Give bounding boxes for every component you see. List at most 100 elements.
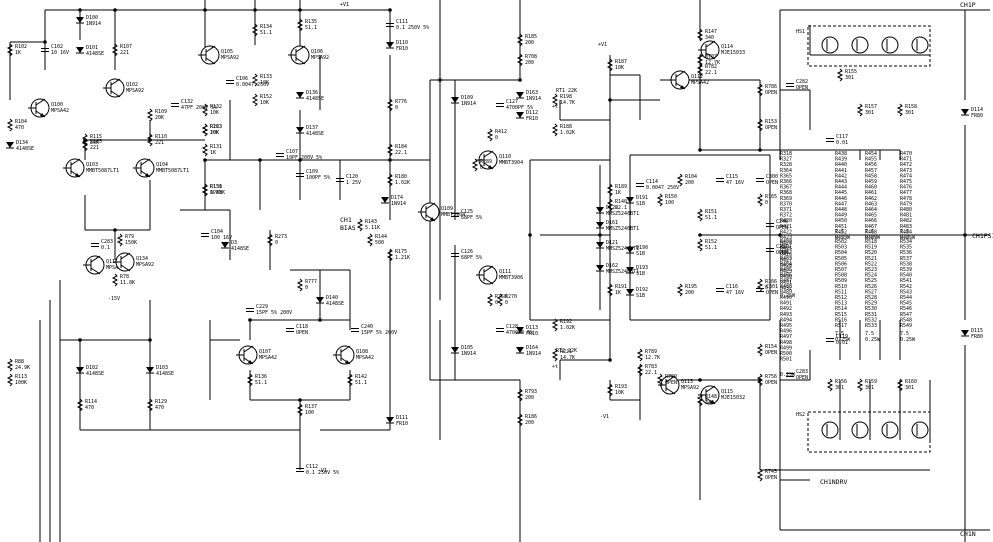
- resistor-r157-69-val: 301: [865, 110, 874, 116]
- emitter-col1-bottom-item-10: R490: [780, 295, 792, 301]
- resistor-r166-75-val: 0: [765, 285, 768, 291]
- resistor-r154-65-val: OPEN: [765, 350, 777, 356]
- resistor-r289-35-ref: R289: [480, 159, 492, 165]
- junction-dot-19: [148, 138, 152, 142]
- emitter-col3-bottom-item-4: R522: [865, 261, 877, 267]
- resistor-r707-59-val: 12.7K: [705, 60, 720, 66]
- capacitor-c246-24-val: OPEN: [776, 225, 788, 231]
- resistor-r102-0-ref: R102: [15, 44, 27, 50]
- resistor-r137-24-ref: R137: [305, 404, 317, 410]
- capacitor-c104-7-val: 100 16V: [211, 235, 232, 241]
- resistor-r195-47-ref: R195: [685, 284, 697, 290]
- emitter-top-power-1: 0.25W: [865, 235, 881, 241]
- diode-d112-8-ref: D112: [526, 110, 538, 116]
- junction-dot-2: [113, 8, 117, 12]
- transistor-q113-ref: Q113: [681, 379, 693, 385]
- transistor-q134-part: MPSA92: [136, 262, 154, 268]
- emitter-col2-bottom-item-11: R513: [835, 301, 847, 307]
- resistor-r151-48-ref: R151: [705, 209, 717, 215]
- capacitor-c112-12-ref: C112: [306, 464, 318, 470]
- resistor-r140-44-val: 22.1: [615, 205, 627, 211]
- diode-d137-14-ref: D137: [306, 125, 318, 131]
- resistor-r189-43-val: 1K: [615, 190, 621, 196]
- emitter-col2-top-item-14: R452: [835, 229, 847, 235]
- resistor-r78-20-ref: R78: [120, 274, 129, 280]
- capacitor-c116-19-ref: C116: [726, 284, 738, 290]
- diode-d109-4-ref: D109: [461, 95, 473, 101]
- resistor-r140-44-ref: R140: [615, 199, 627, 205]
- junction-dot-14: [963, 233, 967, 237]
- emitter-col1-top-item-12: R420: [780, 218, 792, 224]
- heatsink-top: HS1: [796, 25, 931, 67]
- emitter-top-power-2: 0.25W: [900, 235, 916, 241]
- diode-d110-6-ref: D110: [396, 40, 408, 46]
- emitter-col2-top-item-8: R446: [835, 196, 847, 202]
- resistor-r148-56-ref: R148: [705, 394, 717, 400]
- diode-d193-24-part: S1B: [636, 271, 645, 277]
- emitter-col3-bottom-item-2: R520: [865, 250, 877, 256]
- emitter-col3-bottom-item-10: R528: [865, 295, 877, 301]
- diode-d115-11-ref: D115: [971, 328, 983, 334]
- emitter-col2-top-item-13: R451: [835, 224, 847, 230]
- hs1-output-device-3: [911, 36, 929, 54]
- resistor-r185-38-ref: R185: [525, 34, 537, 40]
- junction-dot-12: [698, 233, 702, 237]
- bias-subtitle: BIAS: [340, 224, 356, 232]
- plus-v-rail: +V1: [340, 2, 349, 8]
- junction-dot-16: [698, 378, 702, 382]
- resistor-r198-41-val: 14.7K: [560, 100, 575, 106]
- resistor-r160-73-ref: R160: [905, 379, 917, 385]
- emitter-col1-top-item-21: R429: [780, 269, 792, 275]
- transistor-q103-part: MMBT5087LT1: [86, 168, 119, 174]
- emitter-col1-bottom-item-18: R498: [780, 340, 792, 346]
- junction-dot-1: [78, 8, 82, 12]
- capacitor-c102-0-val: 10 16V: [51, 50, 69, 56]
- heatsink-bottom: HS2: [796, 411, 931, 453]
- diode-d120-18-part: MMSZ5246BT1: [606, 211, 639, 217]
- capacitor-c102-0-ref: C102: [51, 44, 63, 50]
- junction-dot-8: [518, 78, 522, 82]
- resistor-r152-49-val: 51.1: [705, 245, 717, 251]
- capacitor-c120-6-val: 1 25V: [346, 180, 361, 186]
- output-transistors: [821, 36, 929, 439]
- capacitor-c119-27-ref: C119: [836, 334, 848, 340]
- diode-d114-10-ref: D114: [971, 107, 983, 113]
- resistor-r109-4-ref: R109: [155, 109, 167, 115]
- capacitor-c127-13-ref: C127: [506, 99, 518, 105]
- resistor-r156-71-ref: R156: [835, 379, 847, 385]
- transistor-q110-ref: Q110: [499, 154, 511, 160]
- capacitor-c114-17-ref: C114: [646, 179, 658, 185]
- emitter-col2-bottom-item-12: R514: [835, 306, 847, 312]
- transistor-q107-part: MPSA42: [259, 355, 277, 361]
- junction-dot-6: [388, 8, 392, 12]
- emitter-col4-top: R470R471R472R473R474R475R476R477R478R479…: [900, 151, 912, 241]
- emitter-col4-top-item-8: R478: [900, 196, 912, 202]
- emitter-col1-top-item-15: R423: [780, 235, 792, 241]
- resistor-r88-27-val: 24.9K: [15, 365, 30, 371]
- transistor-q100-part: MPSA42: [51, 108, 69, 114]
- emitter-col2-top-item-2: R440: [835, 162, 847, 168]
- transistor-q104-part: MMBT5087LT1: [156, 168, 189, 174]
- emitter-col3-top-item-7: R461: [865, 190, 877, 196]
- transistor-q114-part: MJE15033: [721, 50, 745, 56]
- emitter-col2-top-item-5: R443: [835, 179, 847, 185]
